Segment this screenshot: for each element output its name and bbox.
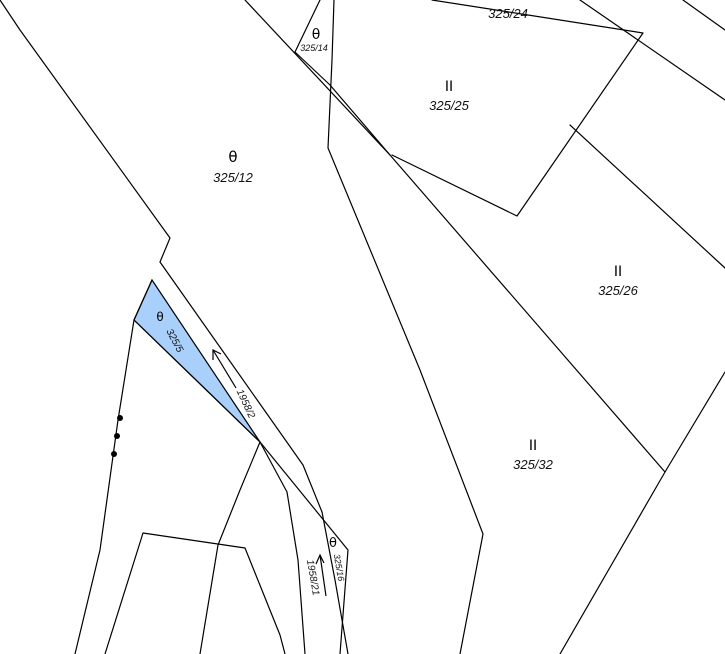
parcel-325-32-number: 325/32 xyxy=(513,457,554,472)
road-1958-21-number: 1958/21 xyxy=(304,559,321,597)
parcel-325-12-number: 325/12 xyxy=(213,170,254,185)
parcel-325-14-symbol: θ xyxy=(312,27,321,43)
parcel-325-25-number: 325/25 xyxy=(429,98,470,113)
boundary-markers xyxy=(111,415,123,457)
parcel-325-14-number: 325/14 xyxy=(300,43,328,53)
parcel-325-5-area[interactable] xyxy=(133,278,261,443)
parcel-325-26-number: 325/26 xyxy=(598,283,639,298)
parcel-325-25-symbol: II xyxy=(445,79,453,95)
road-arrows xyxy=(212,349,327,597)
parcel-325-12-symbol: θ xyxy=(228,148,237,166)
parcel-325-24-number: 325/24 xyxy=(488,6,528,21)
parcel-325-5-symbol: θ xyxy=(156,310,163,324)
parcel-325-32-symbol: II xyxy=(529,438,537,454)
parcel-325-26-symbol: II xyxy=(614,264,622,280)
parcel-labels: 325/24 θ 325/14 II 325/25 θ 325/12 II 32… xyxy=(156,6,638,596)
parcel-325-16-symbol: θ xyxy=(329,536,337,551)
parcel-325-16-number: 325/16 xyxy=(332,553,347,582)
